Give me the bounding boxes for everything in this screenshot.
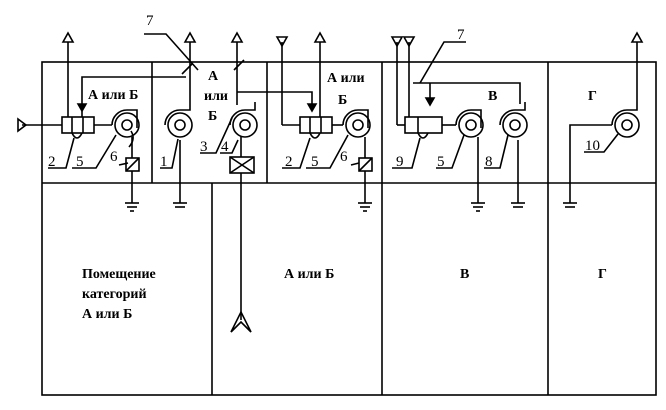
building-outline <box>41 61 657 396</box>
callout-1: 1 <box>160 154 168 170</box>
chamber-2-label-line-2: или <box>204 89 228 104</box>
fan-3 <box>229 102 258 138</box>
callout-line-7b <box>419 41 466 84</box>
callout-6a: 6 <box>110 149 118 165</box>
filter-2b <box>299 116 333 134</box>
chamber-3-label-line-1: А или <box>327 71 365 86</box>
chamber-4-label: В <box>488 89 497 104</box>
fan-8 <box>499 102 528 138</box>
callout-5c: 5 <box>437 154 445 170</box>
chamber-3-label-line-2: Б <box>338 93 347 108</box>
callout-2b: 2 <box>285 154 293 170</box>
fan-5b <box>342 109 371 138</box>
intake-arrow-left <box>17 117 28 133</box>
chamber-2-label-line-1: А <box>208 69 219 84</box>
room-ab-1-line-1: Помещение <box>82 267 156 282</box>
callout-7a: 7 <box>146 13 154 29</box>
filter-2a <box>61 116 95 134</box>
callout-line-7a <box>144 33 199 71</box>
callout-5b: 5 <box>311 154 319 170</box>
fan-1 <box>164 102 193 138</box>
callout-5a: 5 <box>76 154 84 170</box>
room-ab-2-label: А или Б <box>284 267 334 282</box>
callout-3: 3 <box>200 139 208 155</box>
recirc-line-7b <box>413 82 521 104</box>
room-ab-1-line-2: категорий <box>82 287 147 302</box>
callout-8: 8 <box>485 154 493 170</box>
fan-10 <box>611 102 640 138</box>
callout-9: 9 <box>396 154 404 170</box>
filter-9 <box>404 116 443 134</box>
callout-7b: 7 <box>457 27 465 43</box>
room-ab-1-line-3: А или Б <box>82 307 132 322</box>
heater-4 <box>229 156 255 174</box>
fan-5a <box>111 109 140 148</box>
chamber-1-label: А или Б <box>88 88 138 103</box>
room-v-label: В <box>460 267 469 282</box>
room-g-label: Г <box>598 267 607 282</box>
callout-10: 10 <box>585 138 600 154</box>
callout-2a: 2 <box>48 154 56 170</box>
chamber-2-label-line-3: Б <box>208 109 217 124</box>
fan-5c <box>455 109 484 138</box>
callout-4: 4 <box>221 139 229 155</box>
chamber-5-label: Г <box>588 89 597 104</box>
callout-6b: 6 <box>340 149 348 165</box>
